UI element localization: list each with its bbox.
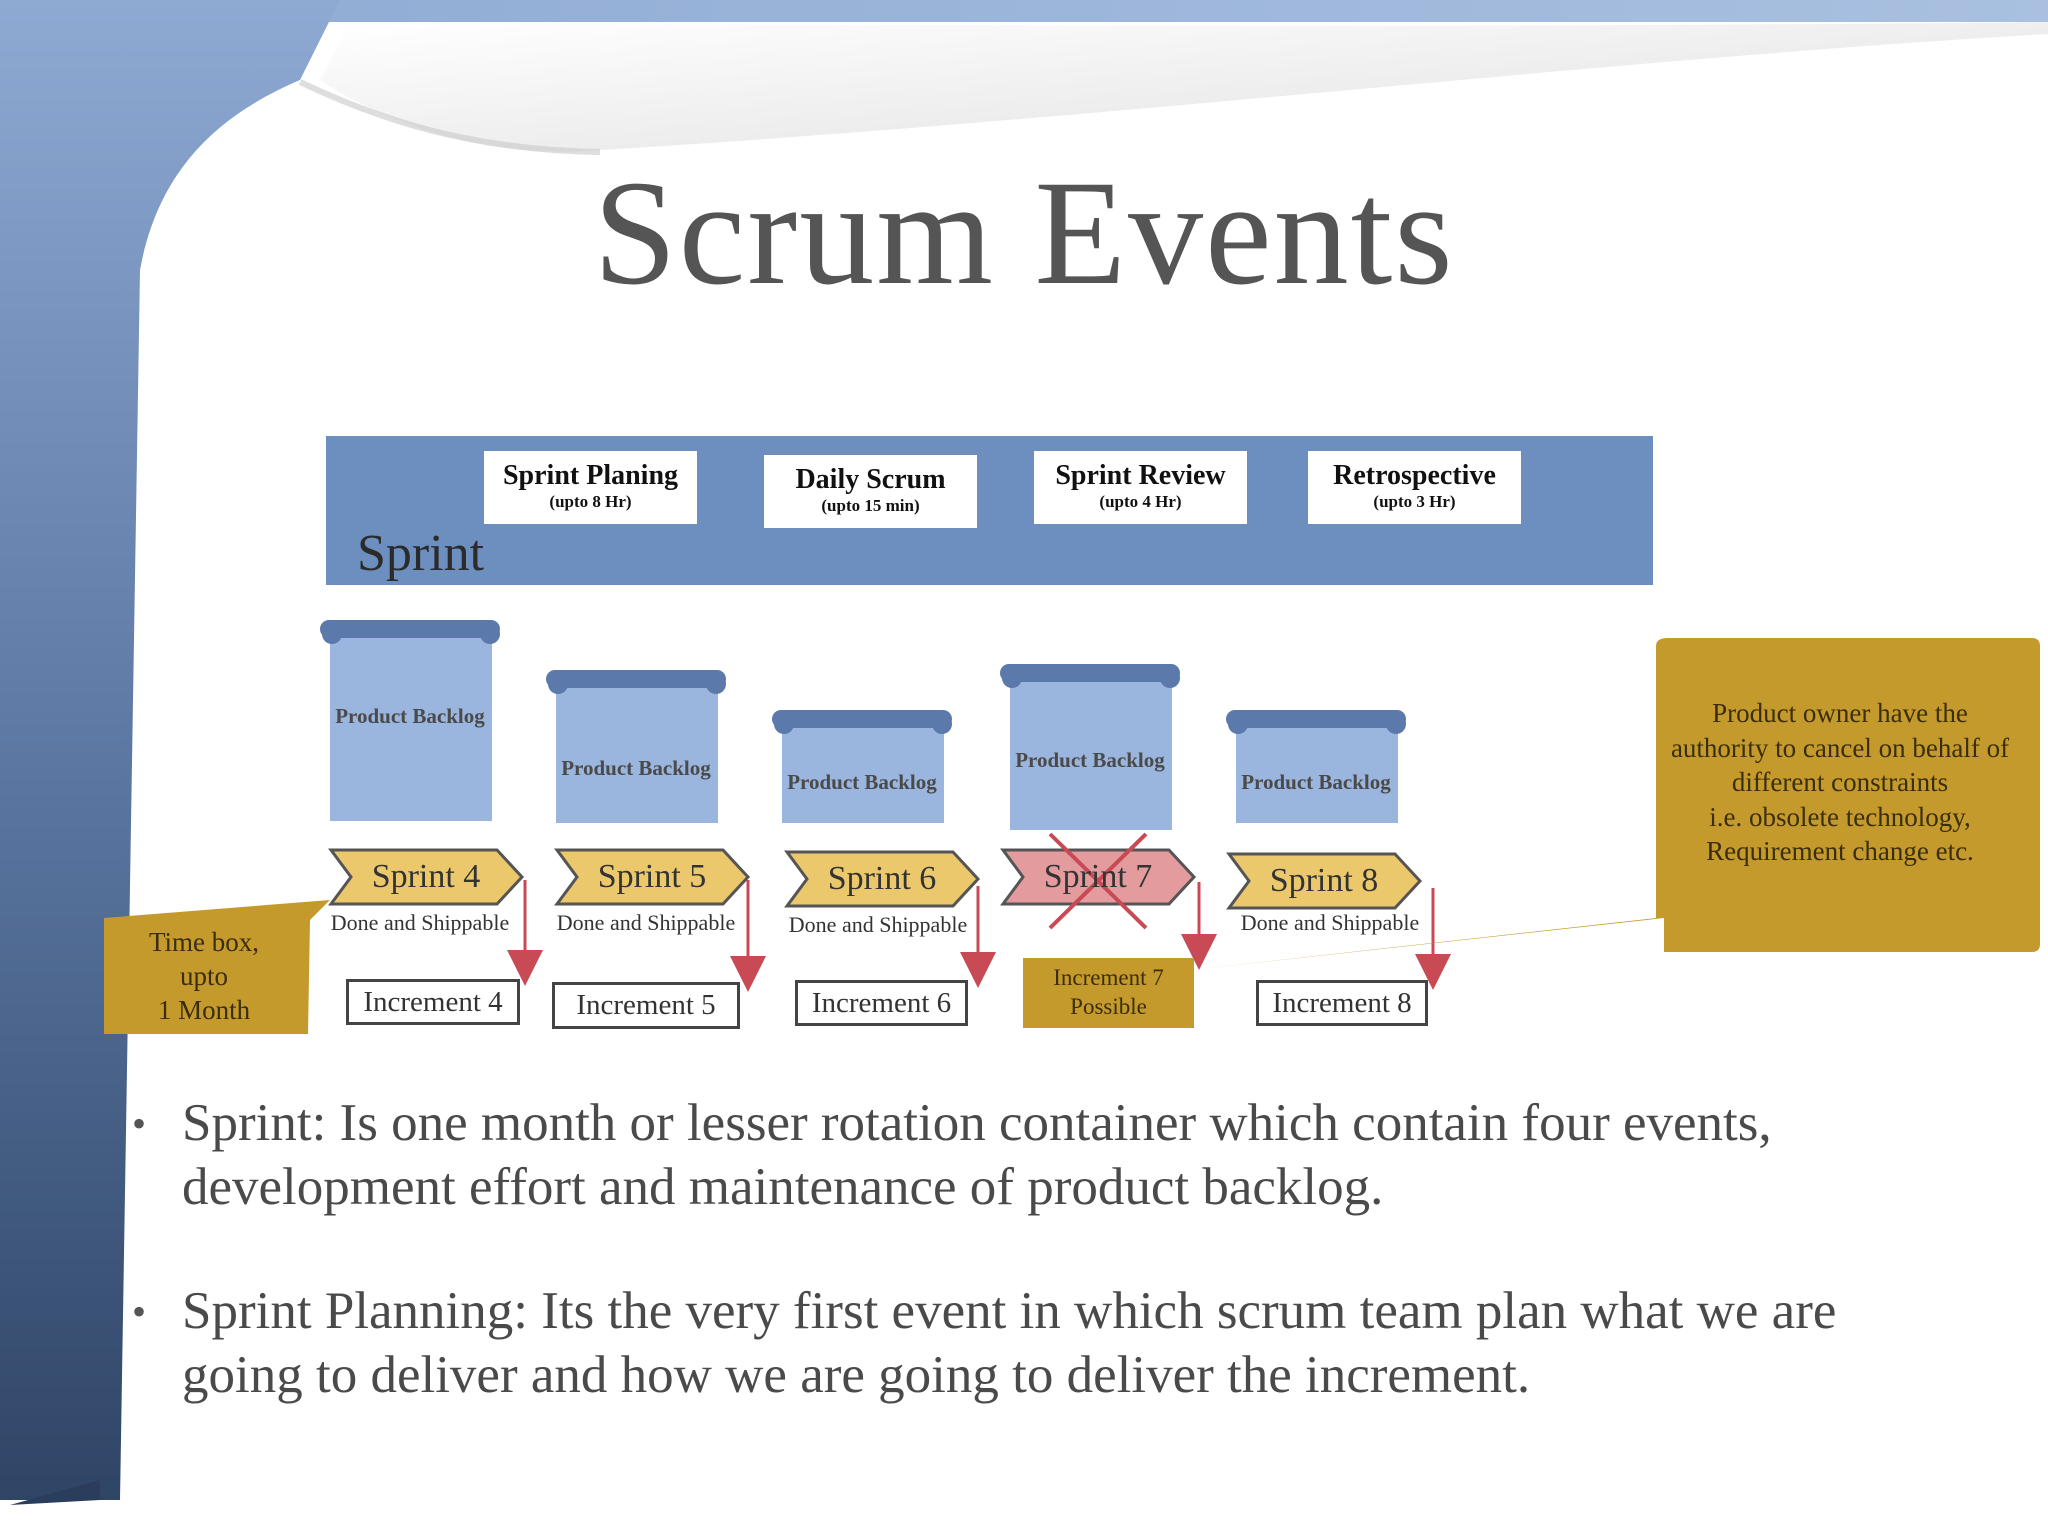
sprint-name: Sprint 4 (371, 858, 481, 895)
timebox-callout-shape (104, 900, 330, 1034)
event-name: Sprint Planing (502, 460, 679, 491)
event-name: Daily Scrum (795, 464, 946, 495)
sprint-status: Done and Shippable (556, 910, 736, 935)
page-curl (320, 22, 2048, 152)
sprint-status: Done and Shippable (1240, 910, 1420, 935)
sprint-label: Sprint (357, 525, 485, 582)
sprint-chevrons (328, 848, 1423, 910)
bullet-item: • Sprint Planning: Its the very first ev… (132, 1280, 1892, 1407)
owner-callout-shape (1190, 638, 2040, 970)
increment-7-possible: Increment 7 Possible (1023, 958, 1194, 1028)
event-sprint-planning: Sprint Planing (upto 8 Hr) (484, 451, 697, 524)
backlog-boxes (320, 620, 1406, 830)
event-name: Sprint Review (1055, 460, 1226, 491)
timebox-callout-text: Time box, upto 1 Month (148, 927, 260, 1025)
bullet-list: • Sprint Planning: Its the very first ev… (132, 1280, 1892, 1407)
event-sprint-review: Sprint Review (upto 4 Hr) (1034, 451, 1247, 524)
event-duration: (upto 15 min) (821, 495, 920, 515)
increment-box: Increment 4 (346, 979, 520, 1025)
backlog-label: Product Backlog (1015, 748, 1165, 772)
event-name: Retrospective (1333, 460, 1496, 491)
sprint-name: Sprint 7 (1043, 858, 1153, 895)
event-duration: (upto 8 Hr) (549, 491, 632, 511)
bullet-text: Sprint: Is one month or lesser rotation … (182, 1094, 1772, 1216)
owner-callout-text: Product owner have the authority to canc… (1670, 698, 2010, 867)
bullet-dot: • (132, 1289, 147, 1334)
backlog-label: Product Backlog (1241, 770, 1391, 794)
sprint-7-cancel-cross (1048, 832, 1148, 930)
sprint-name: Sprint 5 (597, 858, 707, 895)
event-daily-scrum: Daily Scrum (upto 15 min) (764, 455, 977, 528)
event-retrospective: Retrospective (upto 3 Hr) (1308, 451, 1521, 524)
bullet-text: Sprint Planning: Its the very first even… (182, 1282, 1837, 1404)
event-duration: (upto 4 Hr) (1099, 491, 1182, 511)
increment-box: Increment 5 (552, 982, 740, 1029)
bullet-item: • Sprint: Is one month or lesser rotatio… (132, 1092, 1892, 1219)
sprint-status: Done and Shippable (330, 910, 510, 935)
event-duration: (upto 3 Hr) (1373, 491, 1456, 511)
top-frame (0, 0, 2048, 22)
bullet-dot: • (132, 1101, 147, 1146)
backlog-label: Product Backlog (787, 770, 937, 794)
page-title: Scrum Events (593, 150, 1455, 316)
increment-box: Increment 8 (1256, 980, 1428, 1026)
backlog-label: Product Backlog (561, 756, 711, 780)
bullet-list: • Sprint: Is one month or lesser rotatio… (132, 1092, 1892, 1219)
left-frame-curve (0, 0, 340, 1500)
sprint-name: Sprint 8 (1269, 862, 1379, 899)
sprint-status: Done and Shippable (788, 912, 968, 937)
sprint-name: Sprint 6 (827, 860, 937, 897)
page-curl-shadow (298, 79, 601, 155)
backlog-label: Product Backlog (335, 704, 485, 728)
increment-arrows (507, 880, 1451, 992)
increment-box: Increment 6 (795, 980, 968, 1026)
bottom-shadow (10, 1480, 100, 1505)
